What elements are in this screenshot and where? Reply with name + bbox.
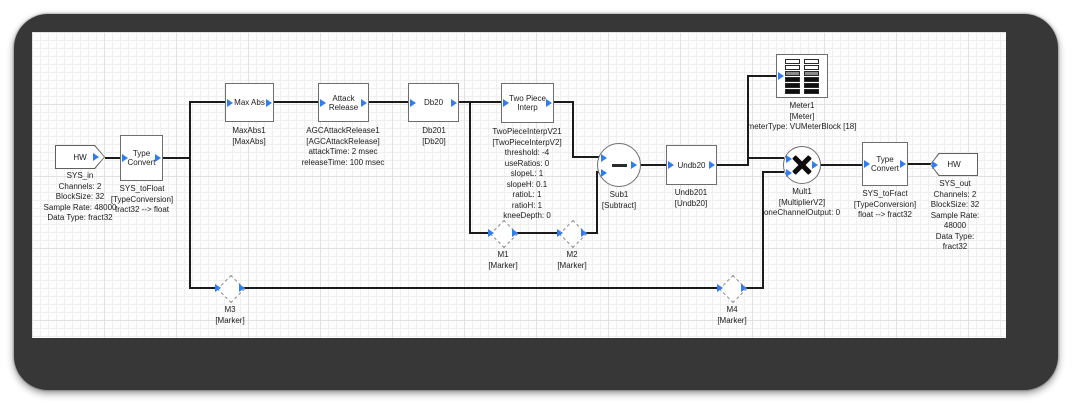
output-port-icon[interactable]	[512, 229, 518, 237]
input-port-icon[interactable]	[668, 161, 674, 169]
input-port-icon[interactable]	[717, 284, 723, 292]
output-port-icon[interactable]	[741, 284, 747, 292]
output-port-icon[interactable]	[451, 98, 457, 107]
output-port-icon[interactable]	[361, 98, 367, 107]
input-port-icon[interactable]	[503, 99, 509, 107]
block-maxabs[interactable]: Max Abs	[225, 83, 274, 122]
wire-db20-m1[interactable]	[469, 102, 490, 234]
block-label-typeconversion-tofloat: SYS_toFloat [TypeConversion] fract32 -->…	[110, 184, 174, 214]
input-port-icon[interactable]	[601, 154, 607, 162]
block-title: Max Abs	[234, 98, 265, 107]
block-title: Undb20	[677, 160, 706, 170]
block-typeconversion-tofract[interactable]: Type Convert	[862, 142, 908, 186]
marker-m2[interactable]	[557, 218, 588, 249]
block-attackrelease[interactable]: Attack Release	[318, 83, 369, 122]
block-meter[interactable]	[776, 54, 828, 98]
block-subtract[interactable]	[597, 143, 641, 187]
input-port-icon[interactable]	[122, 154, 128, 162]
input-port-icon[interactable]	[320, 98, 326, 107]
block-title: Two Piece Interp	[509, 94, 546, 112]
marker-label-m4: M4 [Marker]	[717, 305, 747, 325]
block-label-multiplier: Mult1 [MultiplierV2] oneChannelOutput: 0	[763, 187, 841, 217]
output-port-icon[interactable]	[709, 161, 715, 169]
marker-label-m1: M1 [Marker]	[488, 250, 518, 270]
block-typeconversion-tofloat[interactable]: Type Convert	[120, 135, 163, 181]
input-port-icon[interactable]	[410, 98, 416, 107]
block-label-maxabs: MaxAbs1 [MaxAbs]	[232, 126, 266, 146]
block-label-subtract: Sub1 [Subtract]	[601, 190, 637, 210]
block-multiplier[interactable]	[783, 146, 821, 184]
block-undb20[interactable]: Undb20	[666, 145, 717, 185]
input-port-icon[interactable]	[786, 155, 792, 163]
output-port-icon[interactable]	[266, 98, 272, 107]
block-title: Attack Release	[328, 93, 359, 112]
marker-m3[interactable]	[215, 273, 246, 304]
diagram-canvas[interactable]: HW SYS_in Channels: 2 BlockSize: 32 Samp…	[32, 32, 1006, 338]
output-port-icon[interactable]	[900, 160, 906, 168]
block-label-twopieceinterp: TwoPieceInterpV21 [TwoPieceInterpV2] thr…	[492, 127, 562, 220]
marker-label-m3: M3 [Marker]	[215, 305, 245, 325]
block-sys-out[interactable]: HW	[930, 153, 978, 176]
block-title: HW	[931, 154, 977, 175]
wire-typeconvert-maxabs[interactable]	[163, 101, 226, 159]
block-label-db20: Db201 [Db20]	[422, 126, 446, 146]
block-label-undb20: Undb201 [Undb20]	[674, 188, 708, 208]
input-port-icon[interactable]	[778, 72, 784, 80]
wire-m2-sub1[interactable]	[586, 171, 600, 234]
block-label-sys-in: SYS_in Channels: 2 BlockSize: 32 Sample …	[43, 171, 117, 222]
marker-label-m2: M2 [Marker]	[557, 250, 587, 270]
output-port-icon[interactable]	[812, 161, 818, 169]
input-port-icon[interactable]	[227, 98, 233, 107]
output-port-icon[interactable]	[93, 153, 99, 161]
input-port-icon[interactable]	[864, 160, 870, 168]
block-label-attackrelease: AGCAttackRelease1 [AGCAttackRelease] att…	[301, 126, 385, 167]
block-label-meter: Meter1 [Meter] meterType: VUMeterBlock […	[747, 101, 857, 131]
input-port-icon[interactable]	[601, 169, 607, 177]
block-sys-in[interactable]: HW	[55, 145, 105, 169]
input-port-icon[interactable]	[786, 169, 792, 177]
marker-m4[interactable]	[717, 273, 748, 304]
wire-undb20-mult1[interactable]	[717, 157, 784, 166]
input-port-icon[interactable]	[557, 229, 563, 237]
input-port-icon[interactable]	[488, 229, 494, 237]
marker-m1[interactable]	[488, 218, 519, 249]
block-title: HW	[56, 146, 104, 168]
block-db20[interactable]: Db20	[408, 83, 459, 122]
output-port-icon[interactable]	[581, 229, 587, 237]
output-port-icon[interactable]	[239, 284, 245, 292]
output-port-icon[interactable]	[546, 99, 552, 107]
block-label-typeconversion-tofract: SYS_toFract [TypeConversion] float --> f…	[853, 189, 917, 219]
input-port-icon[interactable]	[932, 160, 938, 169]
block-title: Type Convert	[870, 155, 899, 173]
wire-typeconvert-m3[interactable]	[189, 158, 217, 289]
subtract-icon	[611, 163, 627, 167]
block-title: Db20	[423, 98, 444, 107]
input-port-icon[interactable]	[215, 284, 221, 292]
block-twopieceinterp[interactable]: Two Piece Interp	[501, 83, 554, 123]
output-port-icon[interactable]	[155, 154, 161, 162]
block-label-sys-out: SYS_out Channels: 2 BlockSize: 32 Sample…	[930, 179, 980, 251]
vu-meter-icon	[785, 58, 819, 94]
output-port-icon[interactable]	[631, 161, 637, 169]
block-title: Type Convert	[127, 149, 156, 167]
